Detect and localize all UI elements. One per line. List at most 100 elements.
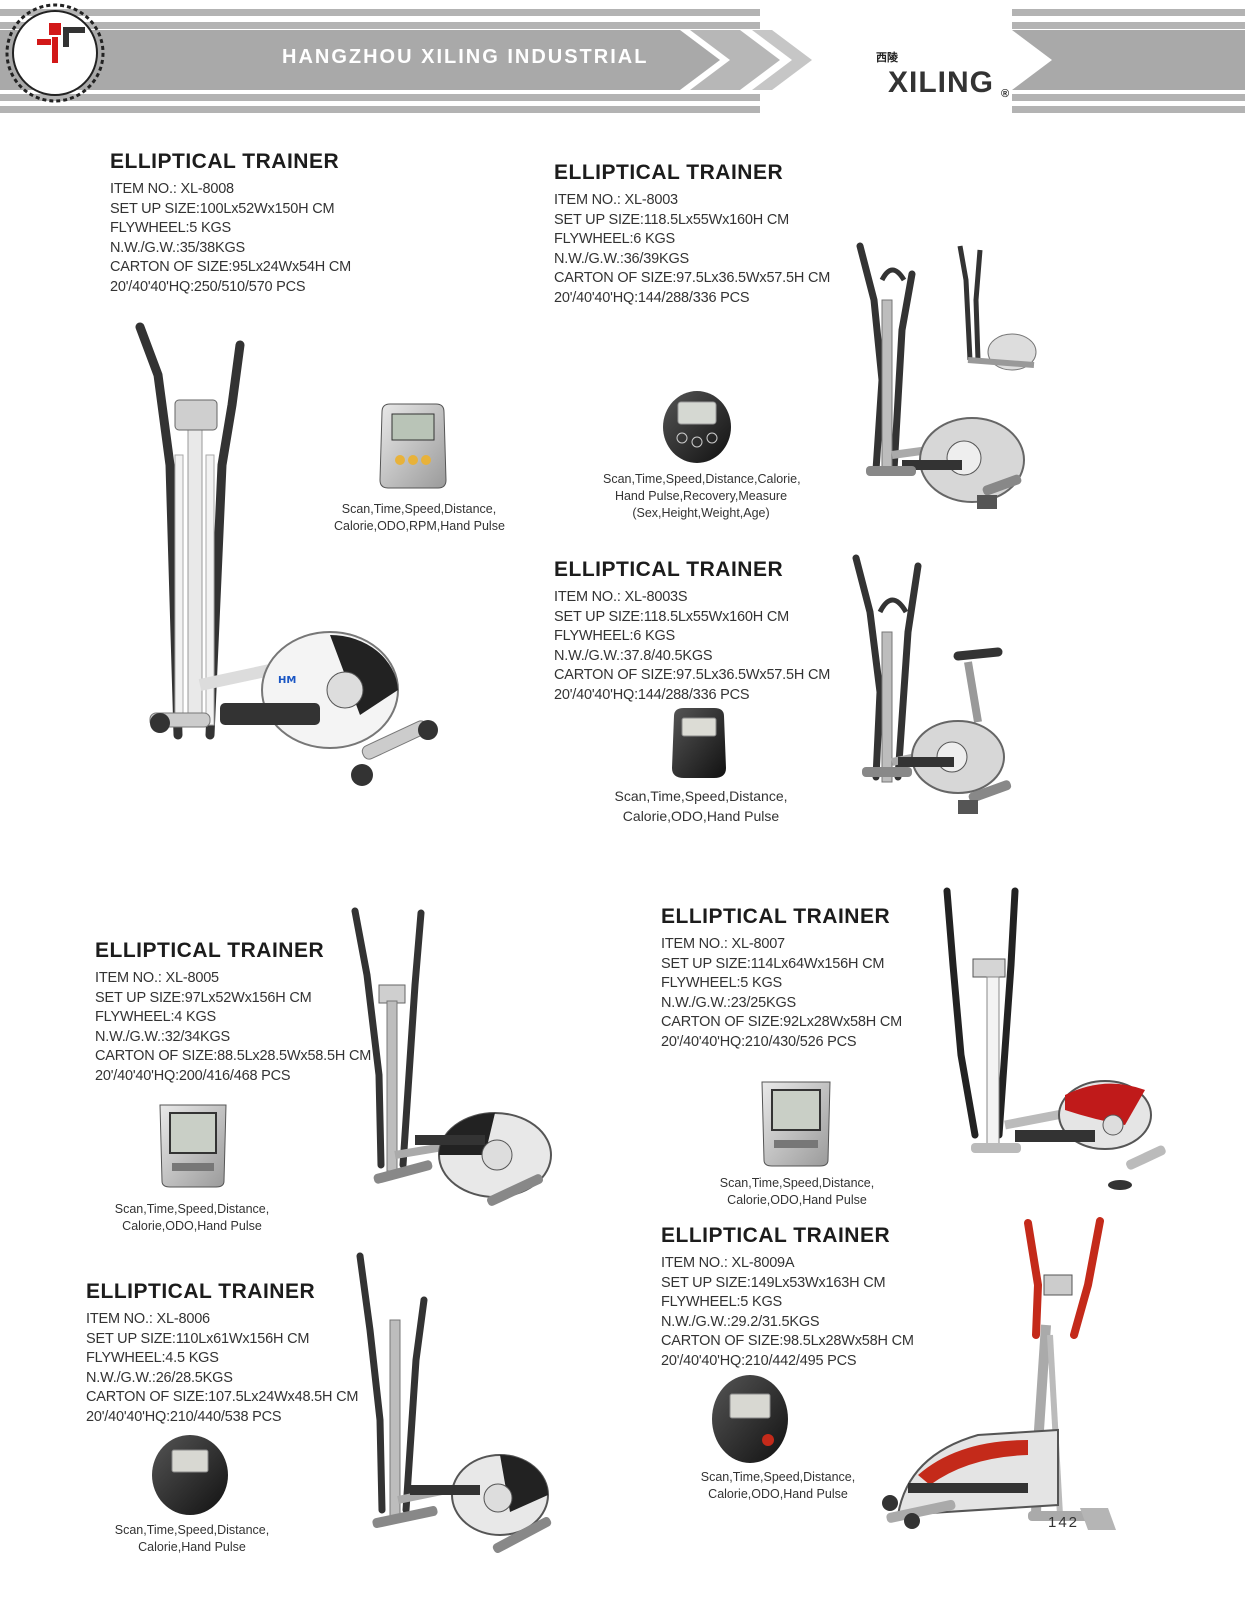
- page-number: 142: [1048, 1514, 1080, 1531]
- console-features-line: Calorie,ODO,Hand Pulse: [727, 1193, 867, 1207]
- elliptical-trainer-xl-8003s-icon: [852, 554, 1012, 814]
- xiling-logo-icon: [5, 3, 105, 103]
- spec-container: 20'/40'40'HQ:210/442/495 PCS: [661, 1352, 857, 1369]
- console-features: Scan,Time,Speed,Distance, Calorie,Hand P…: [112, 1522, 272, 1556]
- registered-mark: ®: [1001, 88, 1010, 100]
- spec-setup-size: SET UP SIZE:97Lx52Wx156H CM: [95, 989, 312, 1006]
- spec-setup-size: SET UP SIZE:149Lx53Wx163H CM: [661, 1274, 886, 1291]
- console-features-line: Calorie,ODO,Hand Pulse: [708, 1487, 848, 1501]
- spec-container: 20'/40'40'HQ:200/416/468 PCS: [95, 1067, 291, 1084]
- spec-weight: N.W./G.W.:23/25KGS: [661, 994, 796, 1011]
- product-xl-8007: ELLIPTICAL TRAINER ITEM NO.: XL-8007 SET…: [661, 905, 902, 1053]
- header-banner: HANGZHOU XILING INDUSTRIAL 西陵 XILING ®: [0, 0, 1245, 120]
- console-display-icon: [159, 1104, 227, 1188]
- svg-text:HM: HM: [278, 675, 296, 686]
- product-title: ELLIPTICAL TRAINER: [554, 558, 784, 581]
- spec-flywheel: FLYWHEEL:5 KGS: [661, 975, 783, 992]
- spec-container: 20'/40'40'HQ:144/288/336 PCS: [554, 686, 750, 703]
- console-features-line: Scan,Time,Speed,Distance,Calorie,: [603, 472, 801, 486]
- console-features: Scan,Time,Speed,Distance,Calorie, Hand P…: [603, 471, 801, 522]
- spec-item-no: ITEM NO.: XL-8003: [554, 192, 678, 208]
- console-features: Scan,Time,Speed,Distance, Calorie,ODO,Ha…: [698, 1469, 858, 1503]
- console-display-icon: [379, 403, 447, 489]
- console-display-icon: [712, 1375, 788, 1463]
- spec-item-no: ITEM NO.: XL-8005: [95, 970, 219, 986]
- product-title: ELLIPTICAL TRAINER: [554, 161, 784, 184]
- console-display-icon: [152, 1435, 228, 1515]
- logo-text: XILING: [888, 66, 995, 99]
- spec-carton: CARTON OF SIZE:97.5Lx36.5Wx57.5H CM: [554, 667, 831, 684]
- product-xl-8003s: ELLIPTICAL TRAINER ITEM NO.: XL-8003S SE…: [554, 558, 830, 706]
- spec-setup-size: SET UP SIZE:110Lx61Wx156H CM: [86, 1330, 310, 1347]
- spec-carton: CARTON OF SIZE:88.5Lx28.5Wx58.5H CM: [95, 1048, 372, 1065]
- console-features-line: Scan,Time,Speed,Distance,: [719, 1176, 875, 1190]
- console-features-line: (Sex,Height,Weight,Age): [632, 506, 770, 520]
- elliptical-trainer-xl-8008-icon: HM: [135, 322, 438, 786]
- spec-weight: N.W./G.W.:37.8/40.5KGS: [554, 647, 713, 664]
- company-name: HANGZHOU XILING INDUSTRIAL: [282, 46, 649, 68]
- console-display-icon: [761, 1081, 831, 1167]
- console-display-icon: [672, 708, 726, 778]
- spec-carton: CARTON OF SIZE:95Lx24Wx54H CM: [110, 259, 352, 276]
- product-xl-8005: ELLIPTICAL TRAINER ITEM NO.: XL-8005 SET…: [95, 939, 371, 1087]
- spec-weight: N.W./G.W.:35/38KGS: [110, 239, 245, 256]
- spec-setup-size: SET UP SIZE:118.5Lx55Wx160H CM: [554, 608, 789, 625]
- elliptical-trainer-xl-8003-icon: [856, 242, 1037, 509]
- spec-carton: CARTON OF SIZE:92Lx28Wx58H CM: [661, 1014, 903, 1031]
- console-features-line: Calorie,ODO,Hand Pulse: [122, 1219, 262, 1233]
- spec-weight: N.W./G.W.:26/28.5KGS: [86, 1369, 233, 1386]
- console-features: Scan,Time,Speed,Distance, Calorie,ODO,Ha…: [112, 1201, 272, 1235]
- console-features-line: Scan,Time,Speed,Distance,: [614, 788, 788, 804]
- spec-container: 20'/40'40'HQ:210/440/538 PCS: [86, 1408, 282, 1425]
- console-features-line: Hand Pulse,Recovery,Measure: [614, 489, 788, 503]
- console-features-line: Scan,Time,Speed,Distance,: [700, 1470, 856, 1484]
- spec-item-no: ITEM NO.: XL-8003S: [554, 589, 688, 605]
- console-features-line: Scan,Time,Speed,Distance,: [341, 502, 497, 516]
- console-features: Scan,Time,Speed,Distance, Calorie,ODO,Ha…: [606, 786, 796, 826]
- spec-weight: N.W./G.W.:32/34KGS: [95, 1028, 230, 1045]
- console-features: Scan,Time,Speed,Distance, Calorie,ODO,RP…: [334, 501, 505, 535]
- product-xl-8008: ELLIPTICAL TRAINER ITEM NO.: XL-8008 SET…: [110, 150, 351, 298]
- elliptical-trainer-xl-8009a-icon: [882, 1217, 1108, 1529]
- spec-flywheel: FLYWHEEL:5 KGS: [110, 220, 232, 237]
- console-features-line: Scan,Time,Speed,Distance,: [114, 1523, 270, 1537]
- spec-carton: CARTON OF SIZE:98.5Lx28Wx58H CM: [661, 1333, 914, 1350]
- spec-flywheel: FLYWHEEL:5 KGS: [661, 1294, 783, 1311]
- spec-setup-size: SET UP SIZE:100Lx52Wx150H CM: [110, 200, 335, 217]
- spec-item-no: ITEM NO.: XL-8009A: [661, 1255, 795, 1271]
- console-features-line: Calorie,ODO,Hand Pulse: [622, 808, 780, 824]
- console-features-line: Calorie,Hand Pulse: [138, 1540, 246, 1554]
- page-tab-decoration: [1080, 1508, 1116, 1530]
- spec-weight: N.W./G.W.:29.2/31.5KGS: [661, 1313, 820, 1330]
- product-title: ELLIPTICAL TRAINER: [110, 150, 340, 173]
- console-features: Scan,Time,Speed,Distance, Calorie,ODO,Ha…: [717, 1175, 877, 1209]
- product-xl-8009a: ELLIPTICAL TRAINER ITEM NO.: XL-8009A SE…: [661, 1224, 914, 1372]
- spec-flywheel: FLYWHEEL:6 KGS: [554, 231, 676, 248]
- product-title: ELLIPTICAL TRAINER: [661, 905, 891, 928]
- elliptical-trainer-xl-8006-icon: [356, 1252, 552, 1554]
- spec-flywheel: FLYWHEEL:4.5 KGS: [86, 1350, 219, 1367]
- spec-item-no: ITEM NO.: XL-8006: [86, 1311, 210, 1327]
- product-title: ELLIPTICAL TRAINER: [86, 1280, 316, 1303]
- product-xl-8006: ELLIPTICAL TRAINER ITEM NO.: XL-8006 SET…: [86, 1280, 358, 1428]
- spec-container: 20'/40'40'HQ:210/430/526 PCS: [661, 1033, 857, 1050]
- spec-item-no: ITEM NO.: XL-8007: [661, 936, 785, 952]
- banner-stripes: [0, 9, 1245, 113]
- spec-carton: CARTON OF SIZE:107.5Lx24Wx48.5H CM: [86, 1389, 359, 1406]
- spec-container: 20'/40'40'HQ:144/288/336 PCS: [554, 289, 750, 306]
- elliptical-trainer-xl-8007-icon: [943, 887, 1166, 1190]
- product-xl-8003: ELLIPTICAL TRAINER ITEM NO.: XL-8003 SET…: [554, 161, 830, 309]
- spec-flywheel: FLYWHEEL:4 KGS: [95, 1009, 217, 1026]
- console-features-line: Scan,Time,Speed,Distance,: [114, 1202, 270, 1216]
- console-features-line: Calorie,ODO,RPM,Hand Pulse: [334, 519, 505, 533]
- spec-setup-size: SET UP SIZE:118.5Lx55Wx160H CM: [554, 211, 789, 228]
- spec-container: 20'/40'40'HQ:250/510/570 PCS: [110, 278, 306, 295]
- spec-item-no: ITEM NO.: XL-8008: [110, 181, 234, 197]
- spec-setup-size: SET UP SIZE:114Lx64Wx156H CM: [661, 955, 885, 972]
- spec-flywheel: FLYWHEEL:6 KGS: [554, 628, 676, 645]
- logo-chinese-text: 西陵: [876, 51, 898, 64]
- console-display-icon: [663, 391, 731, 463]
- product-title: ELLIPTICAL TRAINER: [661, 1224, 891, 1247]
- spec-weight: N.W./G.W.:36/39KGS: [554, 250, 689, 267]
- product-title: ELLIPTICAL TRAINER: [95, 939, 325, 962]
